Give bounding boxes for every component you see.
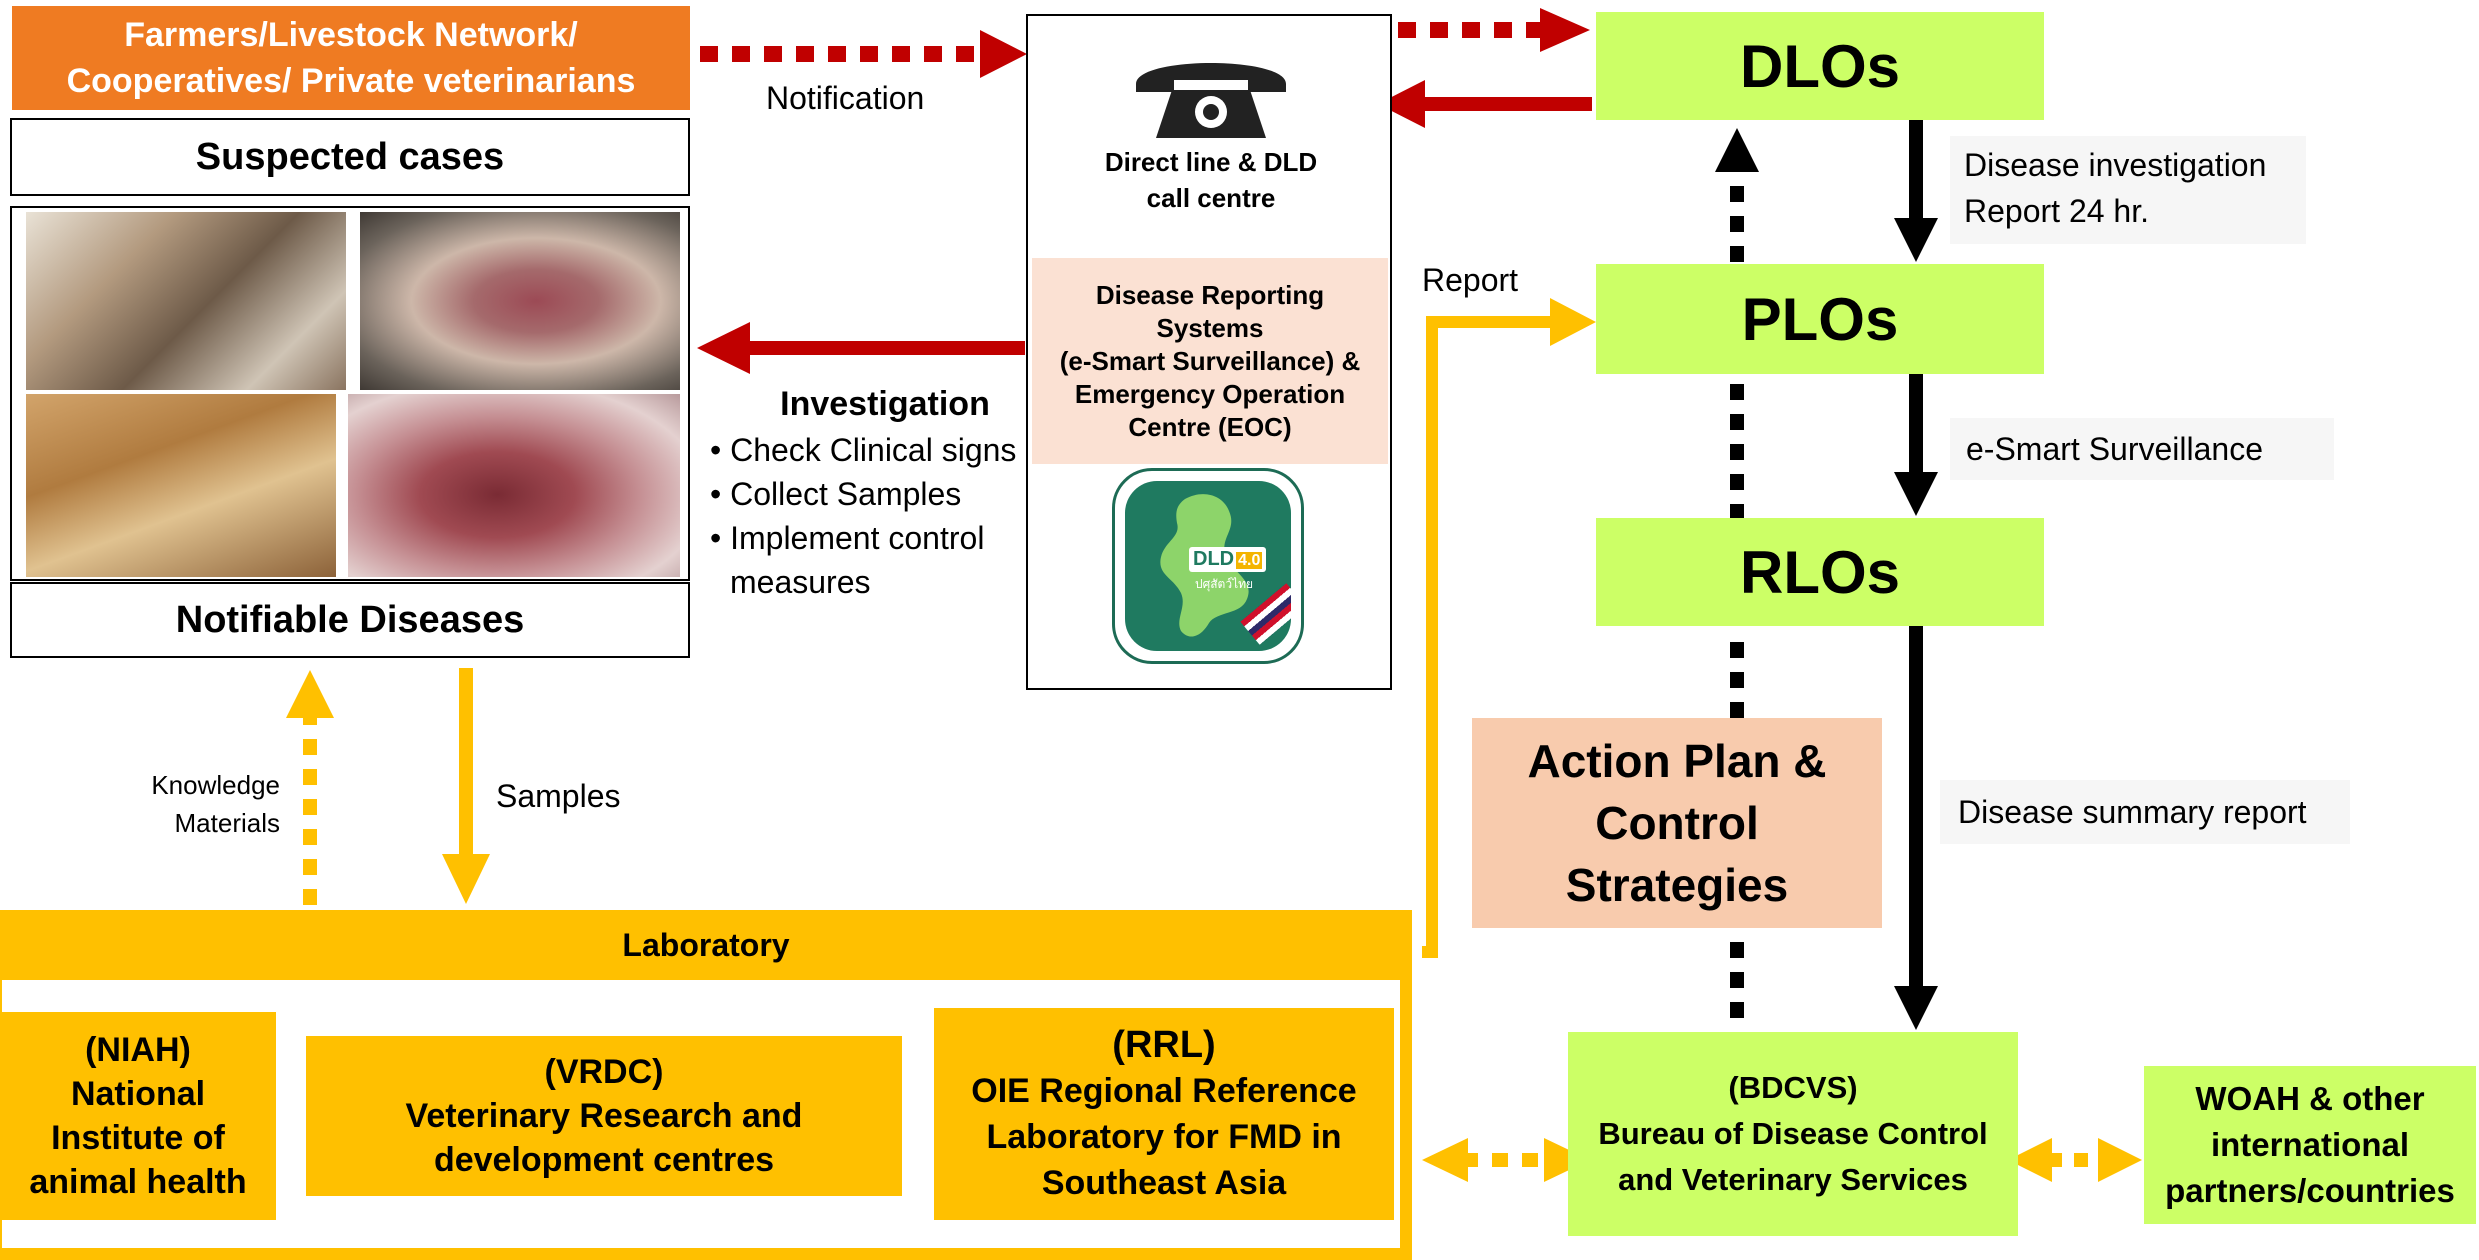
plo-box: PLOs [1596, 264, 2044, 374]
network-line2: Cooperatives/ Private veterinarians [66, 62, 636, 100]
notifiable-diseases-box: Notifiable Diseases [10, 582, 690, 658]
woah-box: WOAH & other international partners/coun… [2144, 1066, 2476, 1224]
telephone-icon [1136, 63, 1286, 138]
dld-logo-subtext: ปศุสัตว์ไทย [1195, 577, 1254, 591]
network-line1: Farmers/Livestock Network/ [124, 16, 578, 54]
investigation-item: measures [730, 564, 871, 600]
arrow-report [1422, 298, 1596, 958]
report-label: Report [1422, 262, 1519, 298]
suspected-cases-box: Suspected cases [10, 118, 690, 196]
suspected-cases-label: Suspected cases [195, 135, 505, 178]
laboratory-title: Laboratory [622, 926, 790, 963]
photo-hoof-lesion [360, 212, 680, 390]
notification-label: Notification [766, 80, 925, 116]
samples-label: Samples [496, 778, 621, 814]
investigation-item: • Check Clinical signs [710, 432, 1017, 468]
call-centre-label: Direct line & DLD call centre [1104, 147, 1318, 213]
laboratory-title-bar: Laboratory [0, 910, 1412, 980]
disease-reporting-systems-box: Disease Reporting Systems (e-Smart Surve… [1032, 258, 1388, 464]
arrow-plo-to-rlo [1894, 374, 1938, 516]
network-banner: Farmers/Livestock Network/ Cooperatives/… [12, 6, 690, 110]
investigation-item: • Collect Samples [710, 476, 962, 512]
notifiable-diseases-label: Notifiable Diseases [175, 598, 525, 641]
photo-udder [26, 394, 336, 577]
investigation-title: Investigation [780, 385, 990, 423]
photo-goat-head [26, 212, 346, 390]
rlo-label: RLOs [1739, 538, 1901, 606]
dlo-box: DLOs [1596, 12, 2044, 120]
arrow-notification [700, 30, 1027, 78]
call-centre-box: Direct line & DLD call centre Disease Re… [1026, 14, 1392, 690]
plo-label: PLOs [1741, 285, 1899, 353]
investigation-item: • Implement control [710, 520, 985, 556]
arrow-plo-to-dlo-dotted [1715, 128, 1759, 262]
disease-photos-panel [10, 206, 690, 581]
vrdc-box: (VRDC) Veterinary Research and developme… [306, 1036, 902, 1196]
photo-carcass [348, 394, 680, 577]
knowledge-materials-label: Knowledge Materials [151, 770, 280, 838]
disease-investigation-label: Disease investigation Report 24 hr. [1950, 136, 2306, 244]
rlo-box: RLOs [1596, 518, 2044, 626]
action-plan-box: Action Plan & Control Strategies [1472, 718, 1882, 928]
dlo-label: DLOs [1739, 32, 1901, 100]
investigation-block: Investigation • Check Clinical signs • C… [710, 385, 1040, 604]
arrow-rlo-to-bdcvs [1894, 625, 1938, 1030]
bdcvs-box: (BDCVS) Bureau of Disease Control and Ve… [1568, 1032, 2018, 1236]
rrl-box: (RRL) OIE Regional Reference Laboratory … [934, 1008, 1394, 1220]
arrow-dlo-to-callcentre [1378, 80, 1592, 128]
e-smart-label: e-Smart Surveillance [1950, 418, 2334, 480]
arrow-knowledge-materials [286, 670, 334, 905]
summary-report-label: Disease summary report [1940, 780, 2350, 844]
arrow-lab-bdcvs [1422, 1138, 1590, 1182]
niah-box: (NIAH) National Institute of animal heal… [0, 1012, 276, 1220]
arrow-samples [442, 668, 490, 904]
arrow-bdcvs-woah [2008, 1138, 2142, 1182]
arrow-callcentre-to-dlo [1398, 8, 1590, 52]
arrow-dlo-to-plo [1894, 120, 1938, 262]
arrow-investigation [697, 322, 1025, 374]
